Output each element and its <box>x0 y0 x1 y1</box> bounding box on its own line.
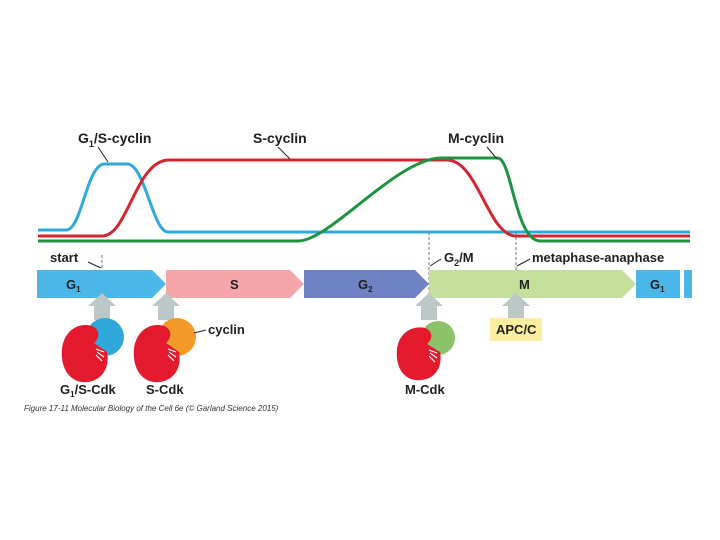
s-cyclin-curve <box>38 158 690 238</box>
s-cyclin-label: S-cyclin <box>253 130 307 146</box>
m-cdk-arrow <box>415 293 443 320</box>
g2-phase-label: G2 <box>358 277 373 294</box>
start-pointer <box>87 261 102 269</box>
apc-box <box>490 318 542 341</box>
phase-bar <box>37 270 692 298</box>
cyclin-pointer <box>193 329 207 334</box>
m-phase-arrow <box>429 270 636 298</box>
g1-phase-arrow <box>37 270 166 298</box>
g1s-cdk-kinase <box>61 325 108 383</box>
g2-phase-arrow <box>304 270 429 298</box>
s-cdk-active-site-icon <box>167 348 177 362</box>
g1s-cdk-complex <box>61 318 124 383</box>
metaphase-anaphase-label: metaphase-anaphase <box>532 250 664 265</box>
g1s-cyclin-pointer <box>97 146 109 163</box>
g1-end-phase-label: G1 <box>650 277 665 294</box>
g2m-label: G2/M <box>444 250 474 268</box>
g1s-cyclin-label: G1/S-cyclin <box>78 130 152 149</box>
g2m-pointer <box>429 258 442 267</box>
g1s-cdk-arrow <box>88 293 116 320</box>
s-phase-arrow <box>166 270 304 298</box>
g1s-cyclin-curve <box>38 162 690 234</box>
s-cyclin-pointer <box>277 146 291 160</box>
apc-arrow <box>502 293 530 318</box>
m-cyclin-pointer <box>486 146 498 160</box>
s-cdk-kinase <box>133 325 180 383</box>
g1s-cdk-label: G1/S-Cdk <box>60 382 117 399</box>
g1-end-phase-tail <box>684 270 692 298</box>
start-label: start <box>50 250 79 265</box>
m-cdk-kinase <box>396 327 441 381</box>
figure-caption: Figure 17-11 Molecular Biology of the Ce… <box>24 404 279 413</box>
s-cdk-complex <box>133 318 196 383</box>
m-cdk-active-site-icon <box>428 349 438 363</box>
m-cyclin-label: M-cyclin <box>448 130 504 146</box>
g1-phase-label: G1 <box>66 277 81 294</box>
apc-label: APC/C <box>496 322 537 337</box>
m-cdk-complex <box>396 321 455 381</box>
m-cyclin-curve <box>38 156 690 243</box>
s-phase-label: S <box>230 277 239 292</box>
s-cdk-label: S-Cdk <box>146 382 184 397</box>
g1s-cdk-active-site-icon <box>95 348 105 362</box>
metaphase-anaphase-pointer <box>516 258 531 267</box>
s-cdk-arrow <box>152 293 180 320</box>
g1-end-phase-block <box>636 270 680 298</box>
cyclin-label: cyclin <box>208 322 245 337</box>
m-phase-label: M <box>519 277 530 292</box>
m-cdk-label: M-Cdk <box>405 382 445 397</box>
